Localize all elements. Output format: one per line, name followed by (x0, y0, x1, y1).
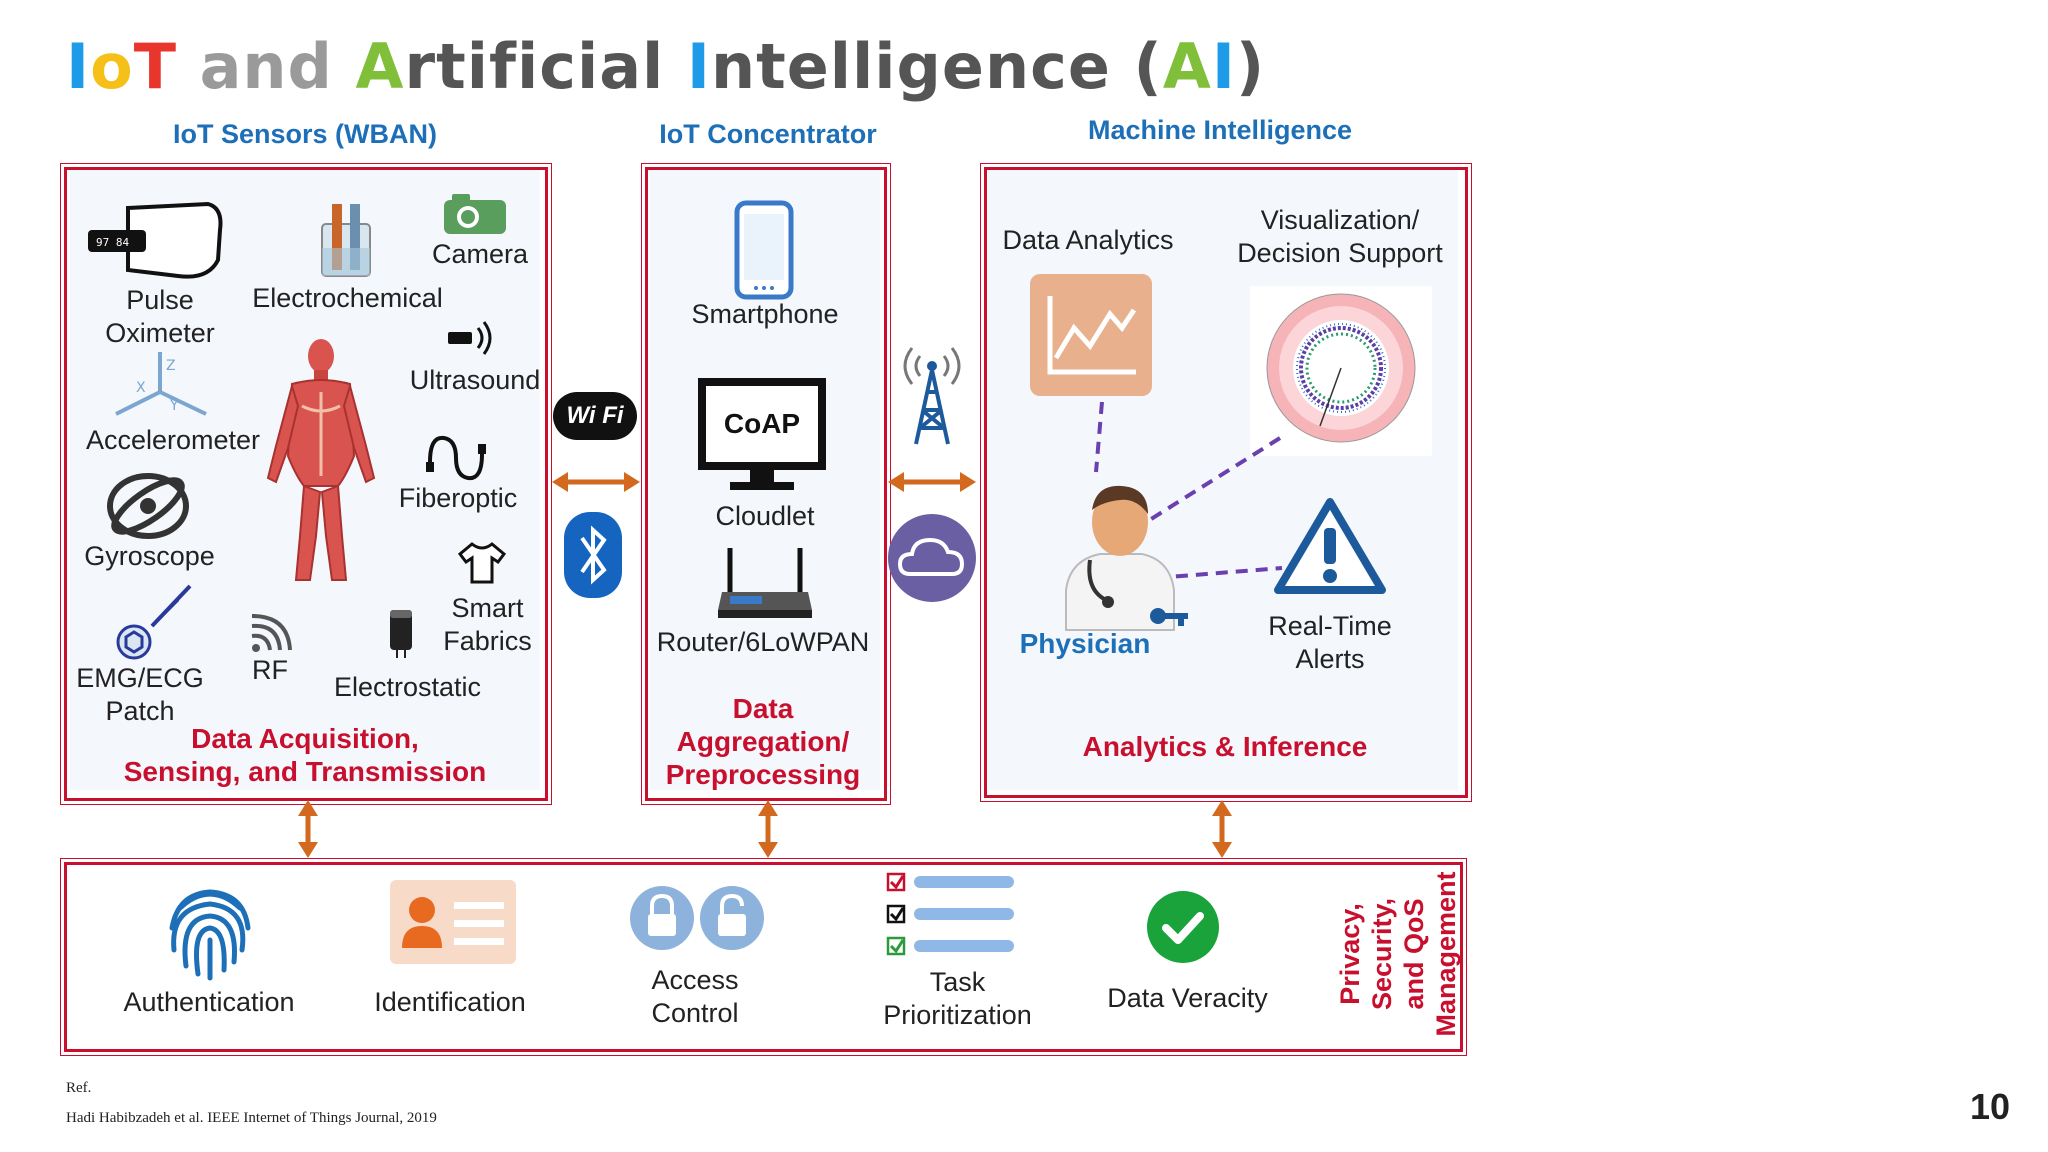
authentication-label: Authentication (123, 987, 295, 1017)
camera-label: Camera (431, 239, 529, 269)
slide-title: IoT and Artificial Intelligence (AI) (66, 30, 1265, 103)
page-number: 10 (1969, 1086, 2010, 1127)
warning-alert-icon (1274, 498, 1386, 594)
title-part: T (133, 30, 177, 103)
svg-text:X: X (136, 380, 146, 396)
human-anatomy-icon (266, 339, 376, 581)
sensors-box (60, 163, 552, 805)
cloud-icon (888, 514, 976, 602)
pulse-oximeter-icon: 97 84 (88, 201, 223, 279)
double-arrow-left-icon (552, 472, 640, 492)
machine-panel-bg (988, 170, 1458, 790)
concentrator-heading: IoT Concentrator (659, 119, 877, 149)
title-part: ( (1133, 30, 1163, 103)
gyroscope-icon (107, 473, 189, 539)
router-icon (718, 548, 812, 618)
title-part: I (1211, 30, 1236, 103)
accelerometer-icon: Z X Y (115, 352, 207, 416)
title-part: I (66, 30, 91, 103)
electrochemical-icon (321, 204, 371, 277)
oximeter-reading: 97 84 (96, 236, 129, 249)
sensors-footer-label: Data Acquisition,Sensing, and Transmissi… (123, 723, 487, 787)
radar-plot-icon (1250, 286, 1432, 456)
router-label: Router/6LoWPAN (656, 627, 870, 657)
title-part: I (686, 30, 711, 103)
title-part: A (355, 30, 405, 103)
bluetooth-icon (564, 512, 622, 598)
smartphone-label: Smartphone (691, 299, 839, 329)
checkmark-icon (1147, 891, 1219, 963)
reference-label: Ref. (66, 1080, 92, 1096)
rf-icon (251, 614, 292, 652)
reference-citation: Hadi Habibzadeh et al. IEEE Internet of … (66, 1110, 437, 1126)
tshirt-icon (457, 542, 507, 584)
smartphone-icon (734, 200, 794, 300)
concentrator-box (641, 163, 891, 805)
title-part: and (176, 30, 356, 103)
machine-footer-label: Analytics & Inference (1082, 731, 1368, 762)
data-veracity-label: Data Veracity (1107, 983, 1268, 1013)
wifi-logo-icon: Wi Fi (553, 392, 637, 440)
cloudlet-label: Cloudlet (715, 501, 815, 531)
fiberoptic-icon (426, 435, 486, 481)
task-checklist-icon (886, 872, 1014, 956)
vertical-arrow-1 (298, 800, 318, 858)
vertical-arrow-3 (1212, 800, 1232, 858)
analytics-chart-icon (1030, 274, 1152, 396)
physician-label: Physician (1019, 628, 1151, 659)
id-card-icon (390, 880, 516, 964)
svg-text:Z: Z (166, 358, 176, 374)
ultrasound-icon (448, 321, 492, 355)
physician-links (1094, 401, 1282, 528)
physician-icon (1065, 485, 1188, 631)
identification-label: Identification (374, 987, 526, 1017)
double-arrow-right-icon (888, 472, 976, 492)
vertical-arrow-2 (758, 800, 778, 858)
title-part: rtificial (404, 30, 687, 103)
emg-patch-icon (116, 584, 192, 660)
cell-tower-icon (903, 347, 961, 445)
sensors-heading: IoT Sensors (WBAN) (172, 119, 437, 149)
electrochemical-label: Electrochemical (252, 283, 443, 313)
gyroscope-label: Gyroscope (84, 541, 215, 571)
electrostatic-label: Electrostatic (333, 672, 482, 702)
svg-text:Y: Y (169, 398, 179, 414)
access-locks-icon (630, 886, 764, 950)
title-part: A (1162, 30, 1212, 103)
electrostatic-icon (390, 610, 412, 658)
visualization-label: Visualization/Decision Support (1237, 205, 1443, 268)
title-part: ntelligence (710, 30, 1134, 103)
title-part: o (90, 30, 134, 103)
ultrasound-label: Ultrasound (409, 365, 541, 395)
camera-icon (444, 194, 506, 234)
coap-label: CoAP (723, 408, 801, 439)
rf-label: RF (252, 655, 288, 685)
accelerometer-label: Accelerometer (85, 425, 261, 455)
data-analytics-label: Data Analytics (1002, 225, 1174, 255)
title-part: ) (1235, 30, 1266, 103)
machine-heading: Machine Intelligence (1087, 115, 1353, 145)
fiberoptic-label: Fiberoptic (398, 483, 518, 513)
security-box (60, 858, 1467, 1056)
fingerprint-icon (169, 889, 251, 981)
machine-box (980, 163, 1472, 802)
alert-link (1155, 566, 1283, 580)
cloudlet-monitor-icon (698, 378, 826, 490)
